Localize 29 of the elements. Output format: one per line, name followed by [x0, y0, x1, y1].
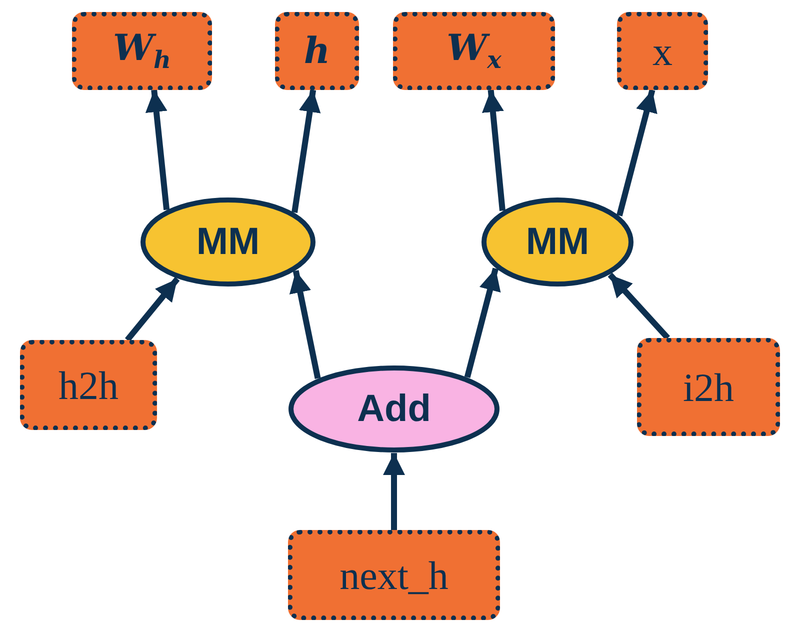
- tensor-label: W$_{x}$: [446, 27, 502, 75]
- operation-label: MM: [526, 220, 590, 264]
- arrow: [289, 270, 321, 379]
- operation-ellipse: [288, 365, 500, 453]
- tensor-label: next_h: [340, 552, 448, 598]
- operation-label: Add: [357, 388, 431, 430]
- arrow: [124, 276, 180, 342]
- tensor-box: [637, 338, 780, 436]
- tensor-label: W$_{h}$: [113, 27, 171, 75]
- tensor-box: [275, 12, 359, 90]
- tensor-label: h2h: [58, 362, 118, 408]
- arrow: [292, 90, 321, 213]
- tensor-box: [617, 12, 708, 90]
- tensor-box: [393, 12, 555, 90]
- tensor-box: [20, 340, 157, 430]
- operation-ellipse: [481, 197, 634, 287]
- arrow: [383, 453, 405, 530]
- operation-ellipse: [140, 197, 316, 287]
- arrow: [482, 90, 506, 211]
- arrow: [616, 89, 658, 216]
- arrow: [145, 90, 170, 210]
- operation-label: MM: [196, 220, 260, 264]
- tensor-box: [72, 12, 212, 90]
- tensor-label: h: [304, 30, 330, 72]
- arrow: [608, 272, 670, 340]
- arrow: [464, 268, 501, 378]
- tensor-label: i2h: [682, 364, 734, 410]
- tensor-box: [288, 530, 500, 620]
- tensor-label: x: [652, 28, 672, 74]
